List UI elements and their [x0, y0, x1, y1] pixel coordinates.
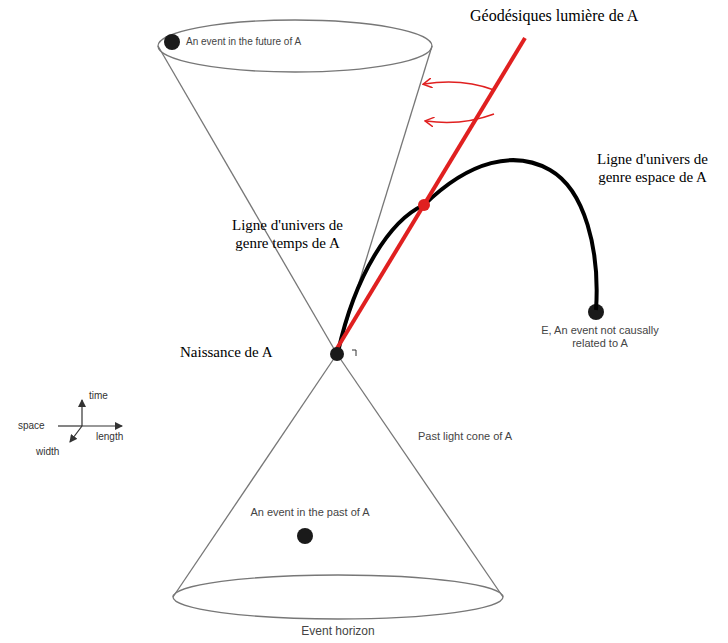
axis-label: time — [89, 390, 108, 402]
axis-arrow — [70, 426, 82, 442]
intersection-dot — [418, 199, 430, 211]
rotation-arrow — [424, 82, 494, 90]
horizon-label: Event horizon — [258, 624, 418, 638]
future-event-dot — [164, 34, 180, 50]
axis-label: space — [18, 420, 45, 432]
cone-label: Past light cone of A — [418, 430, 512, 443]
cone-edge — [158, 46, 337, 354]
past-cone-rim — [173, 575, 503, 619]
annotation: Géodésiques lumière de A — [470, 6, 638, 25]
cone-edge — [337, 354, 503, 597]
light-geodesic — [333, 38, 525, 355]
annotation: Ligne d'univers de genre temps de A — [215, 216, 360, 252]
birth-event-dot — [330, 347, 344, 361]
axis-label: length — [96, 431, 123, 443]
cone-edge — [173, 354, 337, 597]
axis-arrow — [82, 425, 122, 426]
worldline — [338, 160, 597, 352]
axis-label: width — [36, 446, 59, 458]
event-label: E, An event not causally related to A — [530, 324, 670, 350]
event-label: Naissance de A — [180, 343, 272, 361]
future-cone-rim — [158, 20, 432, 72]
event-label: An event in the past of A — [230, 506, 390, 519]
annotation: Ligne d'univers de genre espace de A — [585, 150, 720, 186]
rotation-arrow — [426, 114, 494, 122]
event-label: An event in the future of A — [186, 36, 301, 48]
axis-arrow — [81, 400, 82, 426]
past-event-dot — [297, 528, 313, 544]
tick-mark — [352, 350, 356, 356]
axis-line — [58, 425, 82, 426]
